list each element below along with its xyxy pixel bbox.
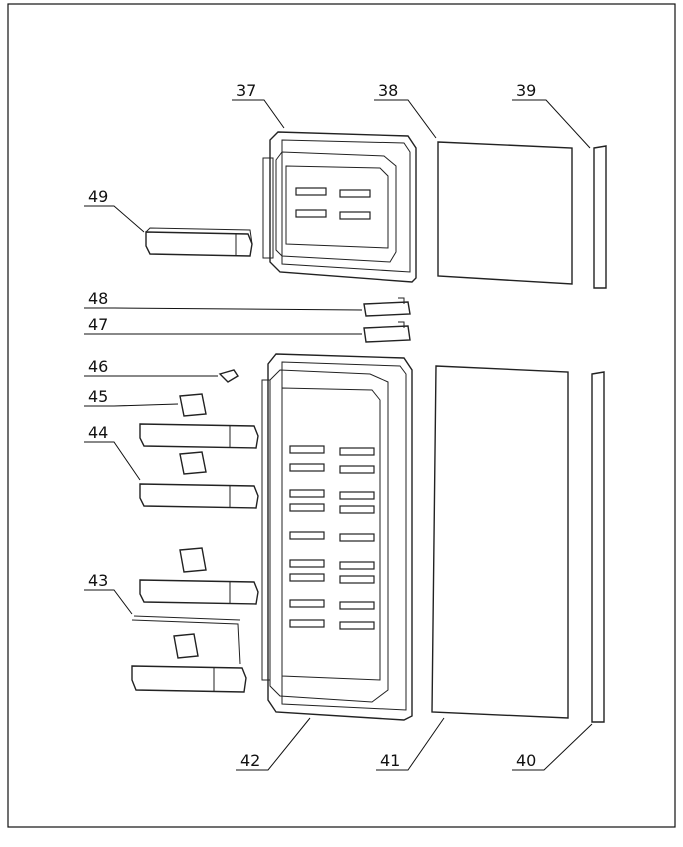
- upper-door-shelf: [145, 227, 253, 257]
- lower-door-gasket: [591, 371, 605, 723]
- upper-door-gasket: [593, 145, 607, 289]
- shelf-cover-4: [173, 633, 199, 659]
- callout-43: 43: [88, 571, 108, 590]
- shelf-cover-2: [179, 451, 207, 475]
- small-clip: [218, 369, 239, 383]
- callout-38: 38: [378, 81, 398, 100]
- door-shelf-44: [139, 483, 259, 509]
- shelf-rail-43: [131, 615, 241, 665]
- callout-41: 41: [380, 751, 400, 770]
- lower-door-liner: [261, 353, 413, 721]
- door-shelf-bottom: [131, 665, 247, 693]
- callout-42: 42: [240, 751, 260, 770]
- leader-lines: [84, 99, 593, 771]
- callout-40: 40: [516, 751, 536, 770]
- callout-49: 49: [88, 187, 108, 206]
- callout-39: 39: [516, 81, 536, 100]
- shelf-cover-3: [179, 547, 207, 573]
- callout-44: 44: [88, 423, 108, 442]
- upper-door-liner: [262, 131, 417, 283]
- upper-door-panel: [437, 141, 573, 285]
- shelf-cover-45: [179, 393, 207, 417]
- lower-door-slots: [289, 445, 375, 630]
- callout-46: 46: [88, 357, 108, 376]
- diagram-frame: [7, 3, 676, 828]
- lower-door-panel: [431, 365, 569, 719]
- door-shelf-1: [139, 423, 259, 449]
- callout-45: 45: [88, 387, 108, 406]
- door-shelf-3: [139, 579, 259, 605]
- hinge-48: [363, 297, 411, 317]
- callout-47: 47: [88, 315, 108, 334]
- callout-37: 37: [236, 81, 256, 100]
- callout-48: 48: [88, 289, 108, 308]
- hinge-47: [363, 321, 411, 343]
